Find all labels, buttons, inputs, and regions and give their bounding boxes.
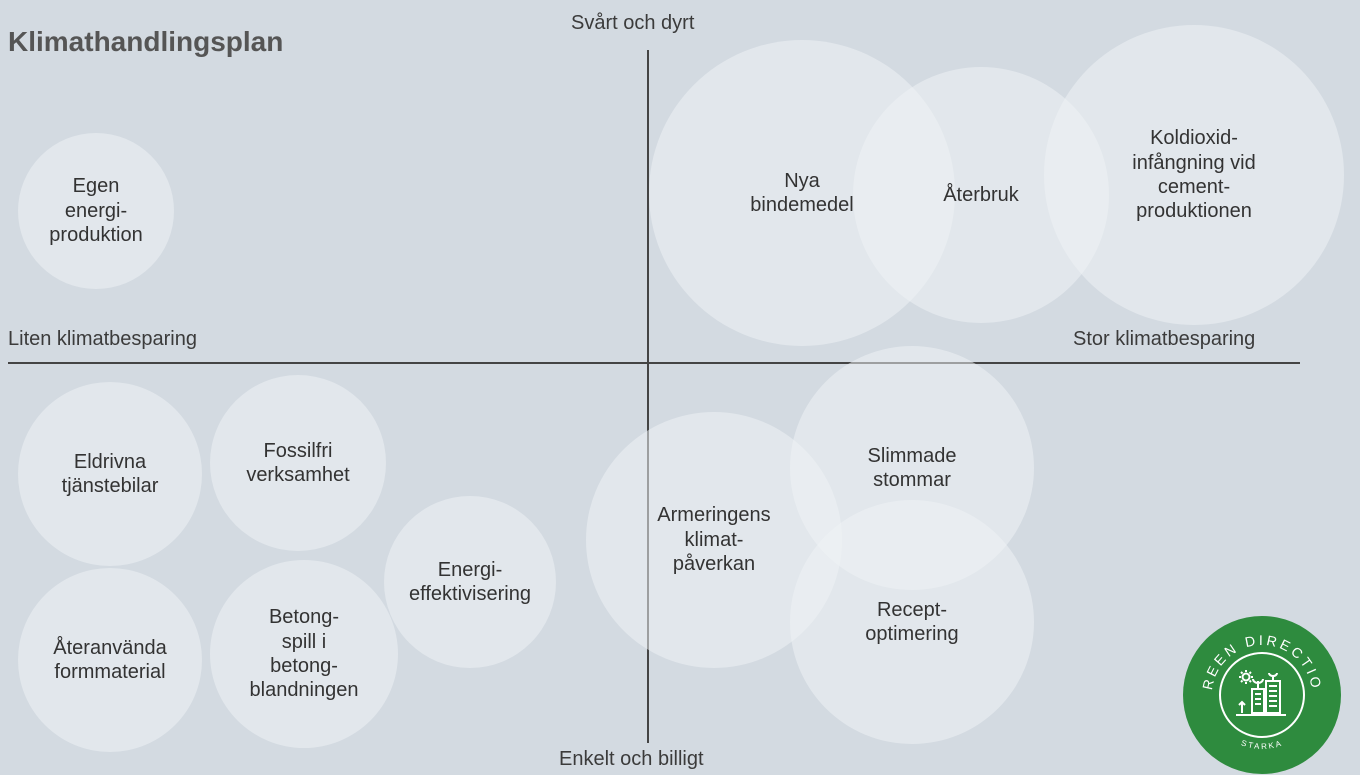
green-direction-logo: GREEN DIRECTION STARKA	[1182, 615, 1341, 774]
horizontal-axis	[8, 362, 1300, 364]
bubble-ateranvanda-formmaterial: Återanvända formmaterial	[18, 568, 202, 752]
logo-disc	[1183, 616, 1341, 774]
bubble-egen-energiproduktion: Egen energi- produktion	[18, 133, 174, 289]
axis-label-bottom: Enkelt och billigt	[559, 748, 704, 770]
axis-label-top: Svårt och dyrt	[571, 12, 695, 34]
bubble-eldrivna-tjanstebilar: Eldrivna tjänstebilar	[18, 382, 202, 566]
logo-bottom-text: STARKA	[1240, 738, 1284, 751]
bubble-label: Koldioxid- infångning vid cement- produk…	[1132, 127, 1256, 223]
bubble-label: Återanvända formmaterial	[53, 636, 167, 683]
bubble-label: Betong- spill i betong- blandningen	[249, 606, 359, 702]
bubble-label: Energi- effektivisering	[409, 558, 531, 605]
page-title: Klimathandlingsplan	[8, 26, 284, 57]
bubble-label: Armeringens klimat- påverkan	[657, 504, 771, 576]
vertical-axis	[647, 50, 649, 743]
bubble-receptoptimering: Recept- optimering	[790, 500, 1034, 744]
bubble-koldioxidinfangning: Koldioxid- infångning vid cement- produk…	[1044, 25, 1344, 325]
bubble-label: Eldrivna tjänstebilar	[61, 450, 159, 497]
bubble-label: Återbruk	[943, 183, 1019, 206]
axis-label-left: Liten klimatbesparing	[8, 328, 197, 350]
axis-label-right: Stor klimatbesparing	[1073, 328, 1256, 350]
logo-inner-ring	[1219, 652, 1305, 738]
bubble-betongspill: Betong- spill i betong- blandningen	[210, 560, 398, 748]
bubble-label: Recept- optimering	[865, 598, 959, 645]
bubble-label: Egen energi- produktion	[49, 175, 143, 247]
bubble-label: Nya bindemedel	[750, 169, 854, 216]
bubble-label: Fossilfri verksamhet	[246, 439, 350, 486]
bubble-label: Slimmade stommar	[867, 444, 957, 491]
bubble-energieffektivisering: Energi- effektivisering	[384, 496, 556, 668]
building-icon	[1236, 670, 1286, 716]
bubble-fossilfri-verksamhet: Fossilfri verksamhet	[210, 375, 386, 551]
